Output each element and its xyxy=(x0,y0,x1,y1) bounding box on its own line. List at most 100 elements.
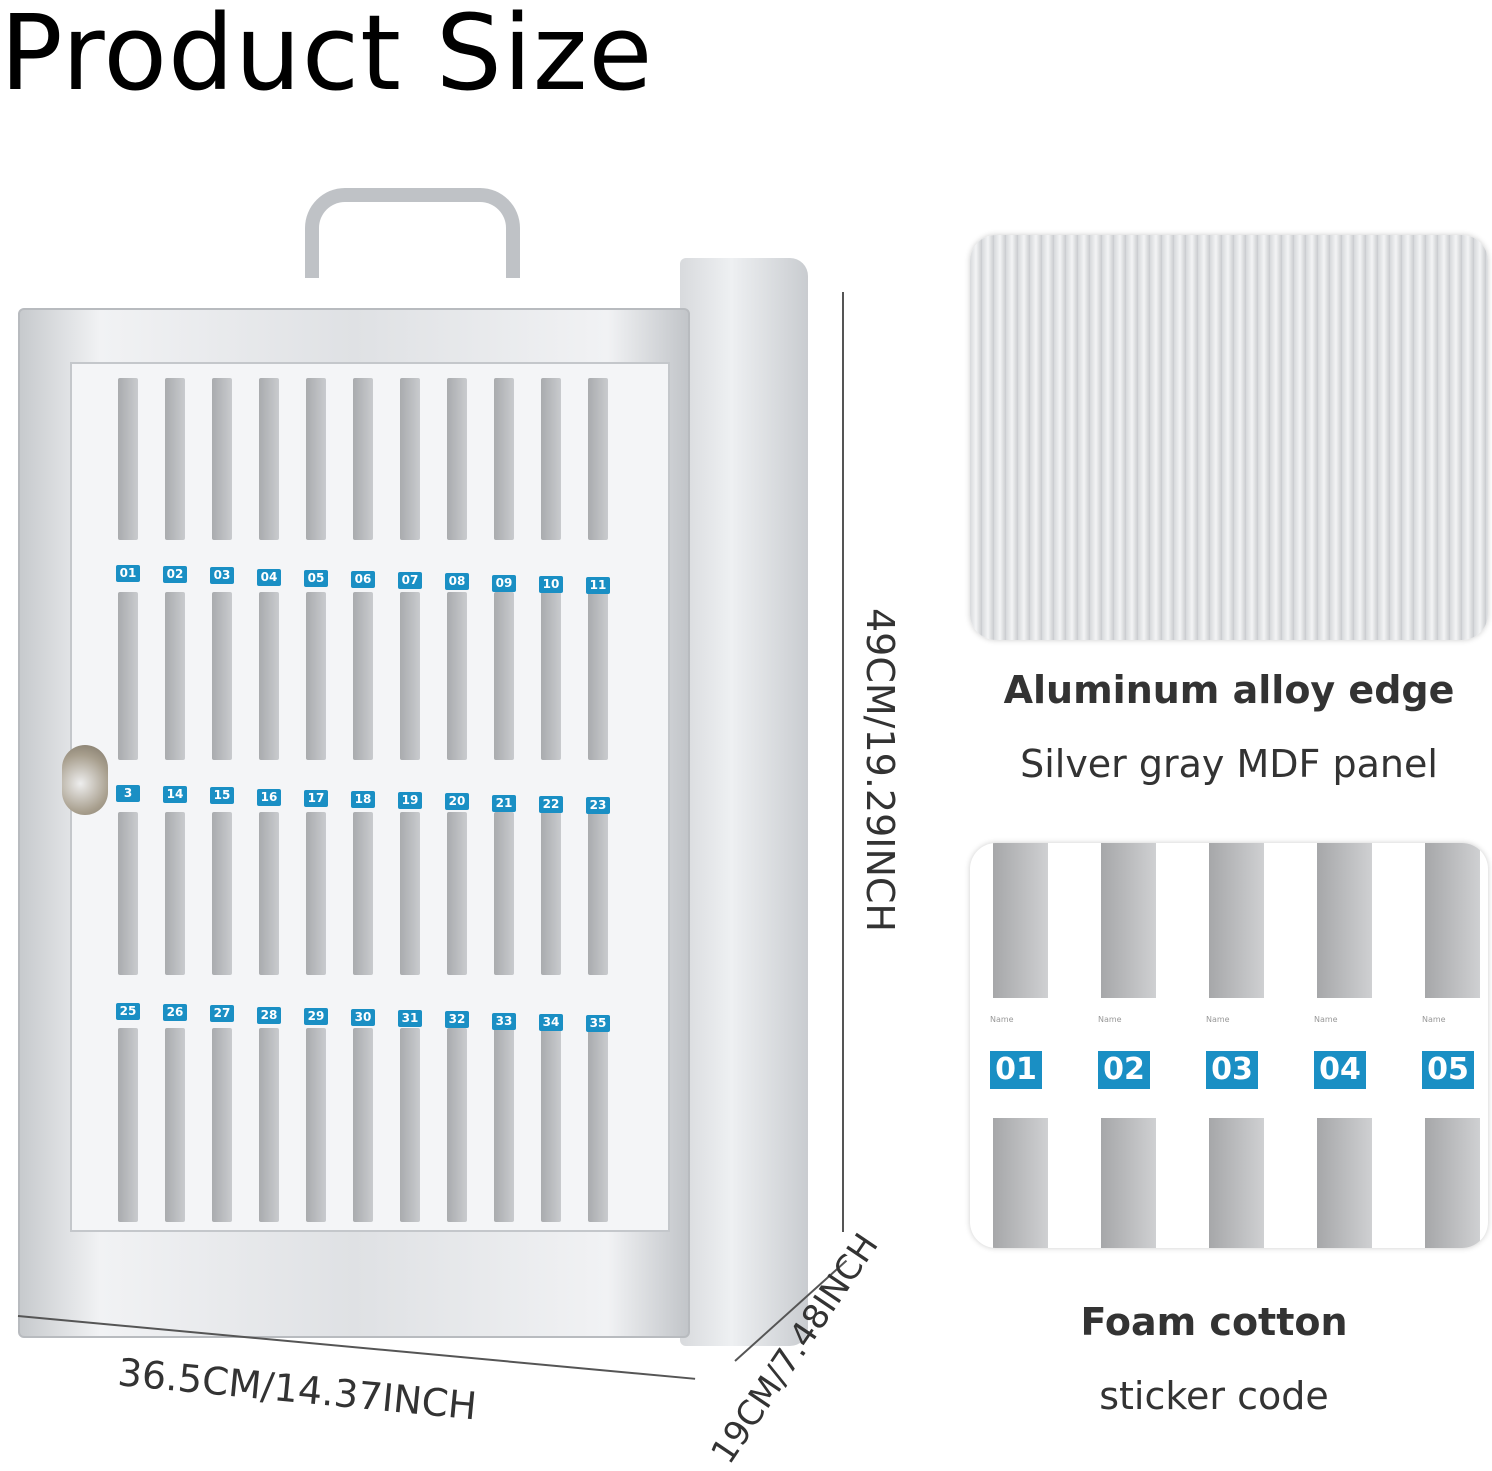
key-slot xyxy=(494,1028,514,1222)
width-dimension: 36.5CM/14.37INCH xyxy=(115,1350,479,1429)
key-slot xyxy=(400,812,420,975)
foam-slot xyxy=(1209,843,1264,998)
lock-icon xyxy=(62,745,108,815)
key-slot xyxy=(165,592,185,760)
key-slot xyxy=(212,812,232,975)
key-slot xyxy=(353,592,373,760)
slot-number-label: 33 xyxy=(492,1012,516,1030)
key-slot xyxy=(494,592,514,760)
key-slot xyxy=(259,812,279,975)
key-slot xyxy=(118,1028,138,1222)
key-slot xyxy=(212,378,232,540)
key-slot xyxy=(118,592,138,760)
key-slot xyxy=(447,812,467,975)
foam-slot xyxy=(1209,1118,1264,1248)
key-slot xyxy=(212,592,232,760)
key-slot xyxy=(306,812,326,975)
slot-number-label: 01 xyxy=(116,565,140,582)
key-slot xyxy=(447,378,467,540)
name-caption: Name xyxy=(990,1015,1014,1024)
key-slot xyxy=(259,592,279,760)
feature-subtitle: Silver gray MDF panel xyxy=(1020,742,1438,786)
key-slot xyxy=(353,378,373,540)
key-slot xyxy=(400,1028,420,1222)
slot-number-label: 21 xyxy=(492,794,516,812)
name-caption: Name xyxy=(1206,1015,1230,1024)
slot-number-label: 30 xyxy=(351,1009,375,1026)
foam-slot xyxy=(1101,843,1156,998)
slot-number-label: 34 xyxy=(539,1013,563,1031)
key-slot xyxy=(165,812,185,975)
foam-slot xyxy=(1101,1118,1156,1248)
slot-number-label: 10 xyxy=(539,575,563,593)
key-slot xyxy=(353,812,373,975)
key-slot xyxy=(588,592,608,760)
cabinet-handle xyxy=(305,188,520,278)
key-slot xyxy=(541,812,561,975)
slot-number-label: 29 xyxy=(304,1007,328,1025)
key-slot xyxy=(353,1028,373,1222)
feature-title: Foam cotton xyxy=(1080,1300,1348,1344)
slot-number-label: 05 xyxy=(304,569,328,587)
slot-number-label: 35 xyxy=(586,1015,610,1032)
key-slot xyxy=(118,378,138,540)
key-slot xyxy=(447,1028,467,1222)
feature-subtitle: sticker code xyxy=(1099,1374,1329,1418)
sticker-code-label: 03 xyxy=(1206,1051,1258,1089)
slot-number-label: 31 xyxy=(398,1010,422,1028)
name-caption: Name xyxy=(1422,1015,1446,1024)
foam-slot xyxy=(1425,843,1480,998)
slot-number-label: 22 xyxy=(539,795,563,813)
slot-number-label: 3 xyxy=(116,785,140,802)
slot-number-label: 27 xyxy=(210,1005,234,1023)
key-slot xyxy=(447,592,467,760)
key-slot xyxy=(165,378,185,540)
slot-number-label: 26 xyxy=(163,1004,187,1022)
sticker-code-label: 05 xyxy=(1422,1051,1474,1089)
key-slot xyxy=(306,1028,326,1222)
foam-slot xyxy=(993,843,1048,998)
key-slot xyxy=(212,1028,232,1222)
key-slot xyxy=(588,378,608,540)
slot-number-label: 32 xyxy=(445,1011,469,1029)
slot-number-label: 06 xyxy=(351,571,375,588)
slot-number-label: 16 xyxy=(257,788,281,806)
slot-number-label: 03 xyxy=(210,567,234,585)
name-caption: Name xyxy=(1098,1015,1122,1024)
slot-number-label: 17 xyxy=(304,789,328,807)
height-arrow xyxy=(842,292,844,1232)
key-slot xyxy=(306,378,326,540)
key-slot xyxy=(541,1028,561,1222)
aluminum-edge-closeup xyxy=(970,235,1488,640)
slot-number-label: 14 xyxy=(163,786,187,804)
height-dimension: 49CM/19.29INCH xyxy=(858,607,902,933)
key-slot xyxy=(400,592,420,760)
sticker-code-label: 02 xyxy=(1098,1051,1150,1089)
key-slot xyxy=(588,812,608,975)
slot-number-label: 15 xyxy=(210,787,234,805)
foam-slot xyxy=(1317,1118,1372,1248)
slot-number-label: 23 xyxy=(586,797,610,814)
foam-slot xyxy=(993,1118,1048,1248)
slot-number-label: 25 xyxy=(116,1003,140,1020)
key-slot xyxy=(494,378,514,540)
key-slot xyxy=(494,812,514,975)
key-slot xyxy=(118,812,138,975)
key-slot xyxy=(541,378,561,540)
sticker-code-label: 04 xyxy=(1314,1051,1366,1089)
key-slot xyxy=(541,592,561,760)
slot-number-label: 19 xyxy=(398,792,422,810)
key-slot xyxy=(588,1028,608,1222)
feature-title: Aluminum alloy edge xyxy=(1003,668,1455,712)
key-slot xyxy=(165,1028,185,1222)
slot-number-label: 28 xyxy=(257,1006,281,1024)
key-slot xyxy=(259,1028,279,1222)
foam-slot xyxy=(1317,843,1372,998)
slot-number-label: 09 xyxy=(492,574,516,592)
slot-number-label: 08 xyxy=(445,573,469,591)
key-slot xyxy=(400,378,420,540)
slot-number-label: 18 xyxy=(351,791,375,808)
slot-number-label: 20 xyxy=(445,793,469,811)
page-title: Product Size xyxy=(0,0,654,114)
